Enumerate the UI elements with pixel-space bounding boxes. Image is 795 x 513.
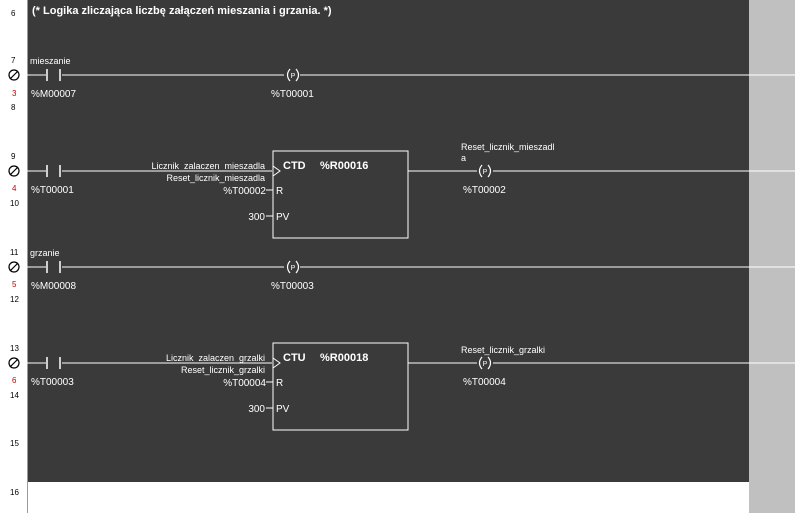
contact-gap bbox=[46, 261, 62, 273]
counter-type: CTD bbox=[283, 160, 306, 172]
coil-variable-name: Reset_licznik_mieszadl bbox=[461, 142, 555, 152]
coil-address: %T00003 bbox=[271, 281, 314, 292]
counter-block[interactable] bbox=[272, 342, 409, 431]
line-number: 14 bbox=[10, 391, 19, 400]
rung-comment[interactable]: (* Logika zliczająca liczbę załączeń mie… bbox=[32, 5, 332, 17]
counter-block[interactable] bbox=[272, 150, 409, 239]
coil-gap bbox=[477, 165, 493, 177]
line-number: 11 bbox=[10, 248, 19, 257]
pulse-coil[interactable]: P bbox=[286, 68, 300, 82]
no-contact[interactable] bbox=[46, 357, 61, 369]
line-number: 12 bbox=[10, 295, 19, 304]
line-number: 13 bbox=[10, 344, 19, 353]
coil-symbol: P bbox=[483, 361, 488, 368]
input-label: Licznik_zalaczen_mieszadla bbox=[151, 161, 265, 171]
counter-address: %R00018 bbox=[320, 352, 368, 364]
contact-address: %M00007 bbox=[31, 89, 76, 100]
coil-address: %T00004 bbox=[463, 377, 506, 388]
clock-input-icon bbox=[272, 165, 281, 177]
contact-address: %M00008 bbox=[31, 281, 76, 292]
contact-address: %T00001 bbox=[31, 185, 74, 196]
reset-address: %T00002 bbox=[223, 186, 266, 197]
preset-pin: PV bbox=[276, 404, 290, 415]
line-number: 16 bbox=[10, 488, 19, 497]
rung-number: 5 bbox=[12, 280, 17, 289]
reset-pin: R bbox=[276, 378, 283, 389]
line-number: 15 bbox=[10, 439, 19, 448]
contact-address: %T00003 bbox=[31, 377, 74, 388]
contact-variable-name: grzanie bbox=[30, 248, 60, 258]
coil-symbol: P bbox=[483, 169, 488, 176]
pulse-coil[interactable]: P bbox=[478, 356, 492, 370]
rung-marker-icon[interactable] bbox=[8, 261, 20, 273]
coil-variable-name-cont: a bbox=[461, 153, 466, 163]
coil-symbol: P bbox=[291, 73, 296, 80]
rung-number: 4 bbox=[12, 184, 17, 193]
pulse-coil[interactable]: P bbox=[478, 164, 492, 178]
no-contact[interactable] bbox=[46, 165, 61, 177]
no-contact[interactable] bbox=[46, 261, 61, 273]
rung-marker-icon[interactable] bbox=[8, 357, 20, 369]
contact-variable-name: mieszanie bbox=[30, 56, 71, 66]
line-number: 7 bbox=[11, 56, 16, 65]
counter-type: CTU bbox=[283, 352, 306, 364]
bottom-empty-area bbox=[28, 482, 749, 513]
line-number: 9 bbox=[11, 152, 16, 161]
input-label: Licznik_zalaczen_grzalki bbox=[166, 353, 265, 363]
line-number: 6 bbox=[11, 9, 16, 18]
no-contact[interactable] bbox=[46, 69, 61, 81]
line-number: 8 bbox=[11, 103, 16, 112]
right-empty-area bbox=[749, 0, 795, 513]
line-number-gutter bbox=[0, 0, 28, 513]
pulse-coil[interactable]: P bbox=[286, 260, 300, 274]
preset-value: 300 bbox=[248, 212, 265, 223]
rung-marker-icon[interactable] bbox=[8, 69, 20, 81]
rung-marker-icon[interactable] bbox=[8, 165, 20, 177]
reset-label: Reset_licznik_mieszadla bbox=[166, 173, 265, 183]
contact-gap bbox=[46, 165, 62, 177]
line-number: 10 bbox=[10, 199, 19, 208]
preset-pin: PV bbox=[276, 212, 290, 223]
rung-number: 6 bbox=[12, 376, 17, 385]
coil-address: %T00002 bbox=[463, 185, 506, 196]
reset-address: %T00004 bbox=[223, 378, 266, 389]
counter-address: %R00016 bbox=[320, 160, 368, 172]
coil-gap bbox=[477, 357, 493, 369]
reset-pin: R bbox=[276, 186, 283, 197]
preset-value: 300 bbox=[248, 404, 265, 415]
contact-gap bbox=[46, 357, 62, 369]
rung-number: 3 bbox=[12, 89, 17, 98]
contact-gap bbox=[46, 69, 62, 81]
coil-address: %T00001 bbox=[271, 89, 314, 100]
coil-variable-name: Reset_licznik_grzalki bbox=[461, 345, 545, 355]
reset-label: Reset_licznik_grzalki bbox=[181, 365, 265, 375]
coil-symbol: P bbox=[291, 265, 296, 272]
clock-input-icon bbox=[272, 357, 281, 369]
